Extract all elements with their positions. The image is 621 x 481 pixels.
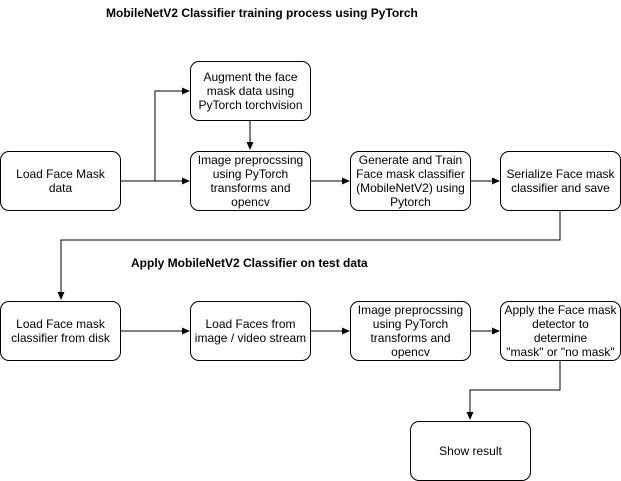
train-classifier-node: Generate and Train Face mask classifier … [350,151,471,211]
training-preprocessing-node: Image preprocssing using PyTorch transfo… [190,151,311,211]
load-face-mask-data-node: Load Face Mask data [0,151,121,211]
serialize-classifier-node: Serialize Face mask classifier and save [500,151,621,211]
apply-detector-node: Apply the Face mask detector to determin… [500,301,621,361]
load-classifier-node: Load Face mask classifier from disk [0,301,121,361]
load-faces-node: Load Faces from image / video stream [190,301,311,361]
testing-section-title: Apply MobileNetV2 Classifier on test dat… [131,256,368,270]
arrow-load-data-to-augment [121,87,190,182]
show-result-node: Show result [410,421,531,481]
testing-preprocessing-node: Image preprocssing using PyTorch transfo… [350,301,471,361]
training-section-title: MobileNetV2 Classifier training process … [106,6,418,20]
arrow-apply-to-show [466,361,561,420]
augment-data-node: Augment the face mask data using PyTorch… [190,61,311,121]
arrow-serialize-to-load-classifier [57,211,561,300]
